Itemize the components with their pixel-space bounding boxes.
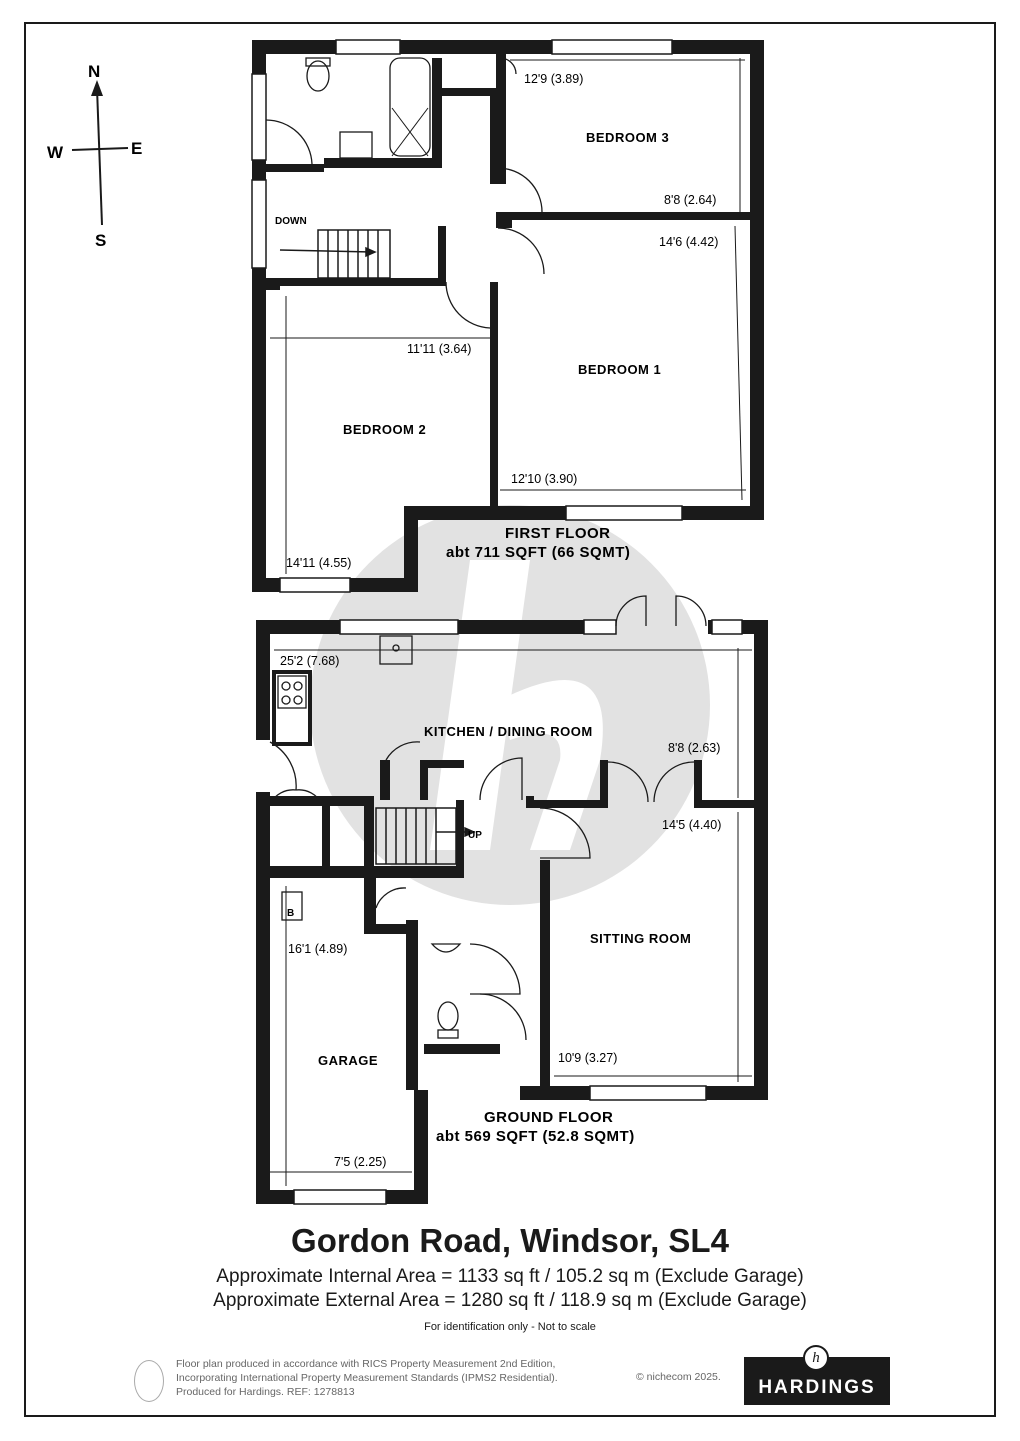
sitting-depth-dim: 14'5 (4.40) bbox=[662, 818, 721, 832]
cupboard-door-arc bbox=[499, 57, 517, 75]
compass-east: E bbox=[131, 139, 142, 158]
first-floor-stairs bbox=[279, 229, 391, 279]
bedroom2-depth-dim: 14'11 (4.55) bbox=[286, 556, 351, 570]
store-door-arc bbox=[269, 789, 323, 805]
property-title: Gordon Road, Windsor, SL4 bbox=[291, 1222, 729, 1259]
first-floor-label: FIRST FLOOR bbox=[505, 525, 611, 542]
basin-icon bbox=[339, 131, 373, 159]
wc-basin-icon bbox=[430, 943, 462, 953]
bathroom-door-arc bbox=[265, 119, 313, 165]
bedroom2-door-arc bbox=[445, 281, 491, 329]
toilet-icon bbox=[306, 60, 330, 92]
bedroom1-door-arc bbox=[497, 227, 545, 275]
bedroom1-label: BEDROOM 1 bbox=[578, 362, 661, 377]
patio-door-left-arc bbox=[615, 595, 647, 627]
up-label: UP bbox=[468, 830, 482, 841]
external-area-text: Approximate External Area = 1280 sq ft /… bbox=[213, 1290, 807, 1311]
ground-floor bbox=[256, 619, 768, 1205]
compass-north: N bbox=[88, 62, 100, 81]
logo-text: HARDINGS bbox=[758, 1377, 876, 1398]
wc-door-arc-2 bbox=[479, 993, 527, 1041]
footer-note: Floor plan produced in accordance with R… bbox=[176, 1357, 558, 1399]
garage-door-arc bbox=[375, 887, 407, 909]
first-floor bbox=[251, 39, 764, 593]
copyright-text: © nichecom 2025. bbox=[636, 1371, 721, 1383]
hall-door-arc bbox=[479, 757, 523, 801]
sitting-room-label: SITTING ROOM bbox=[590, 931, 691, 946]
ground-floor-label: GROUND FLOOR bbox=[484, 1109, 613, 1126]
footer-line-2: Incorporating International Property Mea… bbox=[176, 1372, 558, 1384]
footer-line-1: Floor plan produced in accordance with R… bbox=[176, 1358, 556, 1370]
hob-icon bbox=[277, 675, 307, 709]
watermark-logo bbox=[310, 505, 710, 905]
kitchen-width-dim: 25'2 (7.68) bbox=[280, 654, 339, 668]
bedroom3-depth-dim: 8'8 (2.64) bbox=[664, 193, 716, 207]
cupboard-door-arc-gf bbox=[385, 741, 421, 761]
bedroom2-label: BEDROOM 2 bbox=[343, 422, 426, 437]
boiler-box bbox=[281, 891, 303, 921]
hardings-logo: h HARDINGS bbox=[744, 1345, 890, 1405]
sitting-width-dim: 10'9 (3.27) bbox=[558, 1051, 617, 1065]
bedroom1-width-dim: 12'10 (3.90) bbox=[511, 472, 577, 486]
bath-icon bbox=[389, 57, 431, 157]
kitchen-label: KITCHEN / DINING ROOM bbox=[424, 724, 593, 739]
garage-depth-dim: 16'1 (4.89) bbox=[288, 942, 347, 956]
down-label: DOWN bbox=[275, 216, 307, 227]
internal-area-text: Approximate Internal Area = 1133 sq ft /… bbox=[216, 1266, 804, 1287]
compass-west: W bbox=[47, 143, 64, 162]
garage-label: GARAGE bbox=[318, 1053, 378, 1068]
bedroom3-label: BEDROOM 3 bbox=[586, 130, 669, 145]
logo-mark-icon: h bbox=[803, 1345, 829, 1371]
ground-floor-stairs bbox=[375, 807, 476, 865]
boiler-label: B bbox=[287, 908, 294, 919]
first-floor-area: abt 711 SQFT (66 SQMT) bbox=[446, 544, 630, 561]
person-icon bbox=[134, 1360, 164, 1402]
compass: N S E W bbox=[47, 62, 142, 250]
first-floor-dimensions bbox=[270, 58, 746, 574]
wc-toilet-icon bbox=[437, 1001, 459, 1031]
side-door-arc bbox=[269, 741, 297, 791]
tap-icon bbox=[392, 644, 400, 652]
sitting-door-left-arc bbox=[607, 761, 649, 803]
page-frame bbox=[24, 22, 996, 1417]
toilet-cistern bbox=[305, 57, 331, 67]
ground-floor-area: abt 569 SQFT (52.8 SQMT) bbox=[436, 1128, 635, 1145]
ground-floor-dimensions bbox=[270, 648, 752, 1186]
garage-width-dim: 7'5 (2.25) bbox=[334, 1155, 386, 1169]
bedroom3-door-arc bbox=[497, 167, 543, 213]
disclaimer-text: For identification only - Not to scale bbox=[424, 1321, 596, 1333]
compass-south: S bbox=[95, 231, 106, 250]
kitchen-depth-dim: 8'8 (2.63) bbox=[668, 741, 720, 755]
sitting-door-right-arc bbox=[653, 761, 695, 803]
bedroom1-depth-dim: 14'6 (4.42) bbox=[659, 235, 718, 249]
sitting-room-door-arc bbox=[539, 807, 591, 859]
footer-line-3: Produced for Hardings. REF: 1278813 bbox=[176, 1386, 355, 1398]
wc-door-arc bbox=[469, 943, 521, 995]
north-arrow-icon bbox=[91, 80, 103, 96]
bedroom2-width-dim: 11'11 (3.64) bbox=[407, 342, 471, 356]
patio-door-right-arc bbox=[675, 595, 707, 627]
bedroom3-width-dim: 12'9 (3.89) bbox=[524, 72, 583, 86]
